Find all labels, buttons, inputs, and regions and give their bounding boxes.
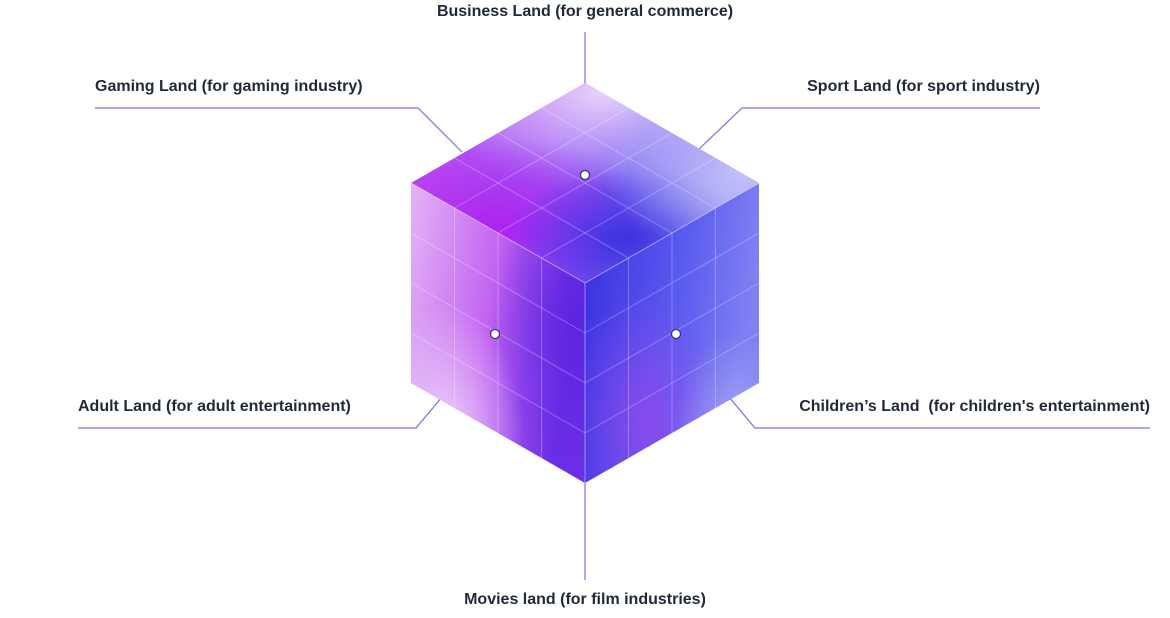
- business-land-label: Business Land (for general commerce): [436, 3, 734, 20]
- cube-grid-line: [541, 107, 716, 209]
- gaming-leader-line: [95, 107, 463, 153]
- cube-grid-line: [454, 157, 629, 259]
- cube-grid-line: [497, 132, 673, 234]
- cube-grid-line: [410, 332, 586, 434]
- adult-land-label: Adult Land (for adult entertainment): [78, 398, 351, 415]
- adult-marker: [489, 328, 501, 340]
- movies-land-label: Movies land (for film industries): [464, 591, 706, 608]
- cube-grid-line: [541, 157, 716, 259]
- markers: [489, 169, 682, 340]
- gaming-land-label: Gaming Land (for gaming industry): [95, 78, 363, 95]
- business-marker: [579, 169, 591, 181]
- cube-grid-line: [584, 232, 760, 334]
- sport-leader-line: [697, 107, 1040, 151]
- cube-grid: [410, 107, 760, 483]
- cube-grid-line: [497, 132, 673, 234]
- cube-grid-line: [584, 332, 760, 434]
- sport-land-label: Sport Land (for sport industry): [807, 78, 1040, 95]
- childrens-marker: [670, 328, 682, 340]
- cube-grid-line: [410, 232, 586, 334]
- cube-edge: [410, 182, 586, 284]
- childrens-land-label: Children’s Land (for children's entertai…: [799, 398, 1150, 415]
- cube-grid-line: [454, 107, 629, 209]
- cube-edge: [584, 182, 760, 284]
